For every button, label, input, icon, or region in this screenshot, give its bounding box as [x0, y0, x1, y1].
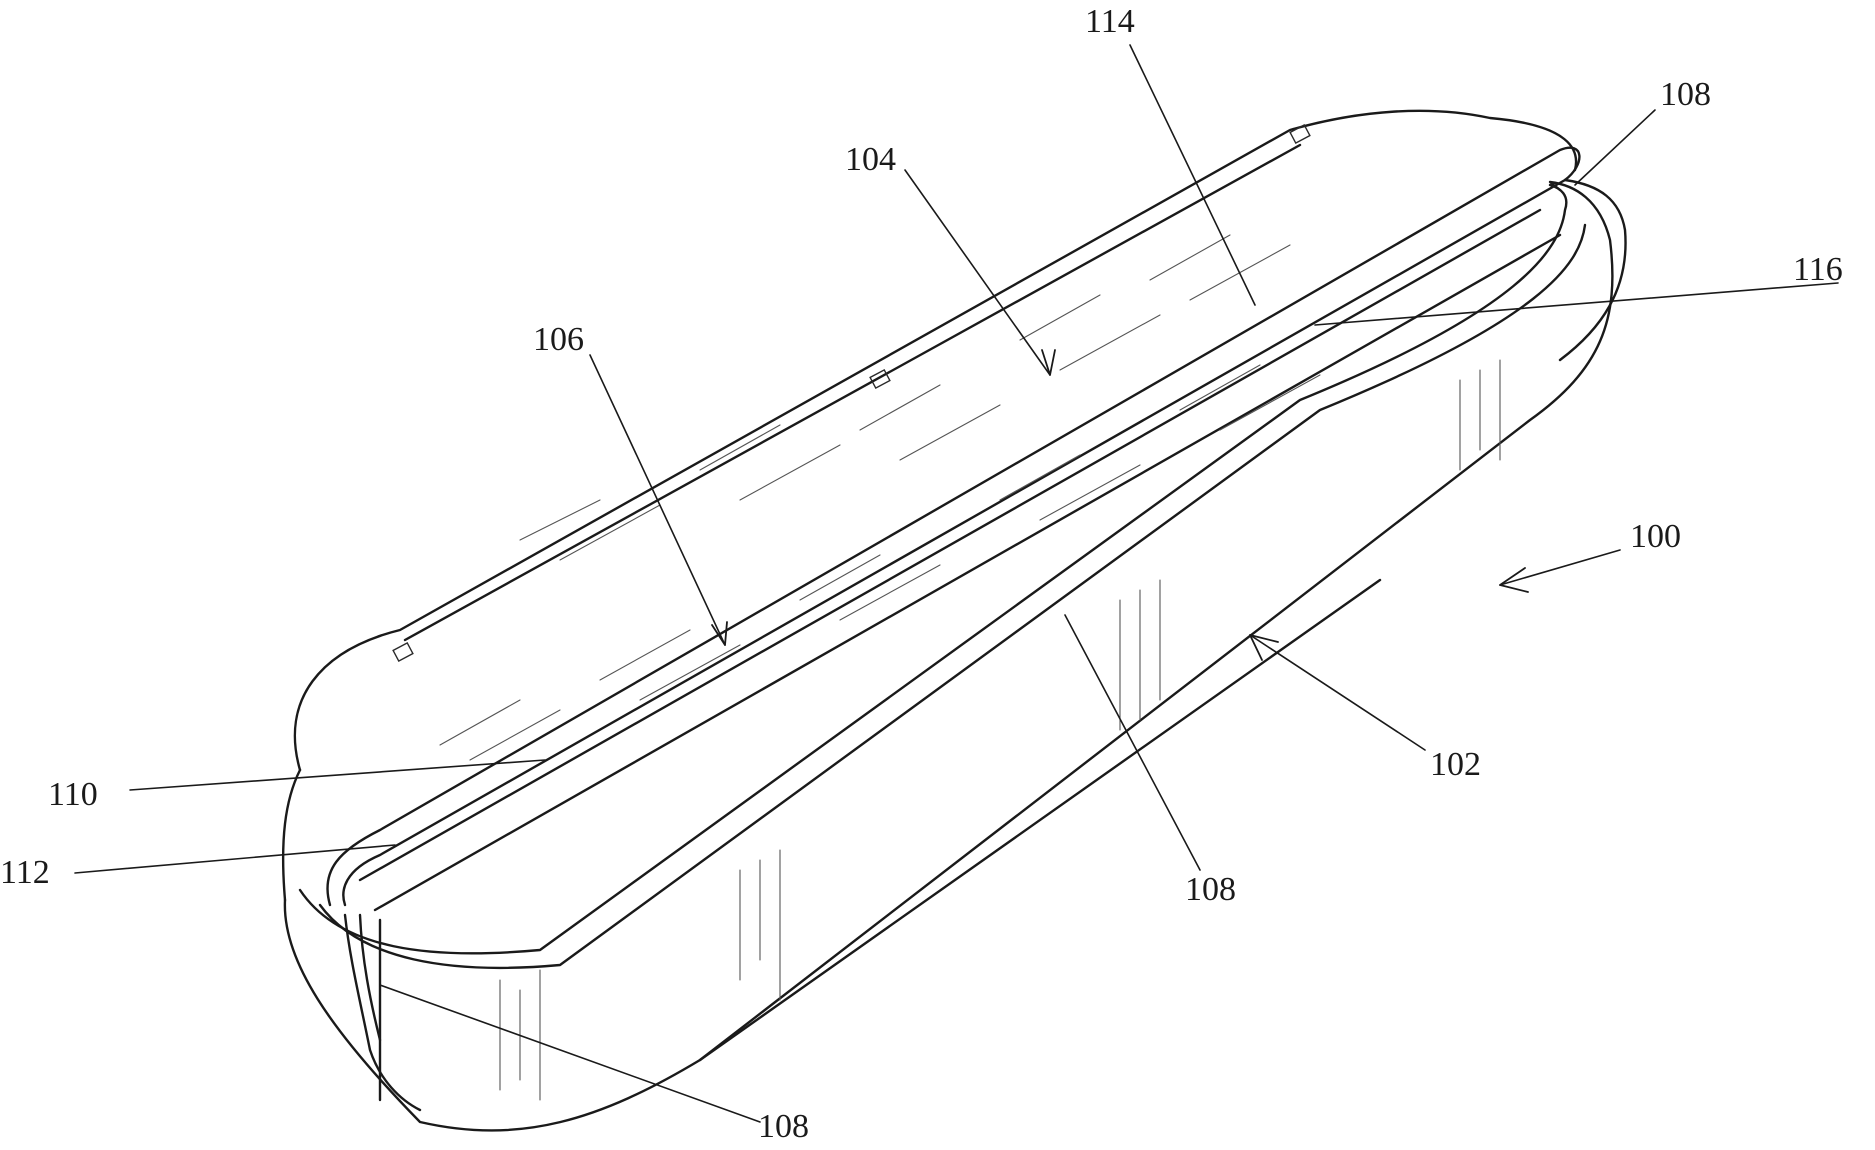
container-rim-inner [318, 223, 1587, 970]
lid-front-edge [326, 146, 1581, 907]
arrow-106-head [711, 621, 728, 646]
label-100: 100 [1630, 518, 1681, 555]
latch-tab-right [1289, 123, 1311, 145]
leader-104 [904, 169, 1051, 376]
label-108-mid: 108 [1185, 871, 1236, 908]
label-110: 110 [48, 776, 98, 813]
leader-108-top [1574, 109, 1656, 186]
leader-106 [589, 354, 726, 646]
label-108-top: 108 [1660, 76, 1711, 113]
label-114: 114 [1085, 3, 1135, 40]
label-116: 116 [1793, 251, 1843, 288]
lid-hinge-strip-inner [358, 913, 382, 1042]
shading-hatching [439, 234, 1501, 1101]
leader-100 [1499, 549, 1621, 586]
leader-110 [129, 759, 546, 791]
leader-116 [1314, 282, 1839, 326]
label-104: 104 [845, 141, 896, 178]
lid-top-inner-edge [403, 143, 1302, 642]
label-112: 112 [0, 854, 50, 891]
leader-108-mid [1064, 614, 1201, 871]
lid-channel-upper [358, 208, 1542, 882]
label-108-bottom: 108 [758, 1108, 809, 1145]
lid-top-outline [293, 109, 1578, 772]
container-body [281, 180, 1614, 1132]
leader-112 [74, 844, 396, 874]
latch-tab-middle [869, 368, 891, 390]
container-left-end-wall [281, 768, 302, 902]
container-outer-outline [283, 180, 1614, 1132]
leaders [74, 44, 1839, 1123]
arrow-102-head [1249, 634, 1279, 661]
arrow-100-head [1499, 567, 1529, 593]
lid-channel-lower [373, 233, 1562, 912]
lid [293, 109, 1627, 1112]
reference-labels: 114 108 104 116 106 100 102 110 112 108 … [0, 3, 1843, 1145]
label-102: 102 [1430, 746, 1481, 783]
latch-tab-left [392, 641, 414, 663]
leader-108-bottom [379, 984, 761, 1123]
leader-102 [1249, 634, 1426, 751]
lid-hinge-strip [343, 913, 422, 1112]
arrow-104-head [1041, 349, 1056, 376]
container-front-bottom [698, 578, 1382, 1062]
leader-114 [1129, 44, 1256, 306]
latch-tabs [392, 123, 1311, 663]
label-106: 106 [533, 321, 584, 358]
lid-front-fold [1558, 178, 1627, 362]
